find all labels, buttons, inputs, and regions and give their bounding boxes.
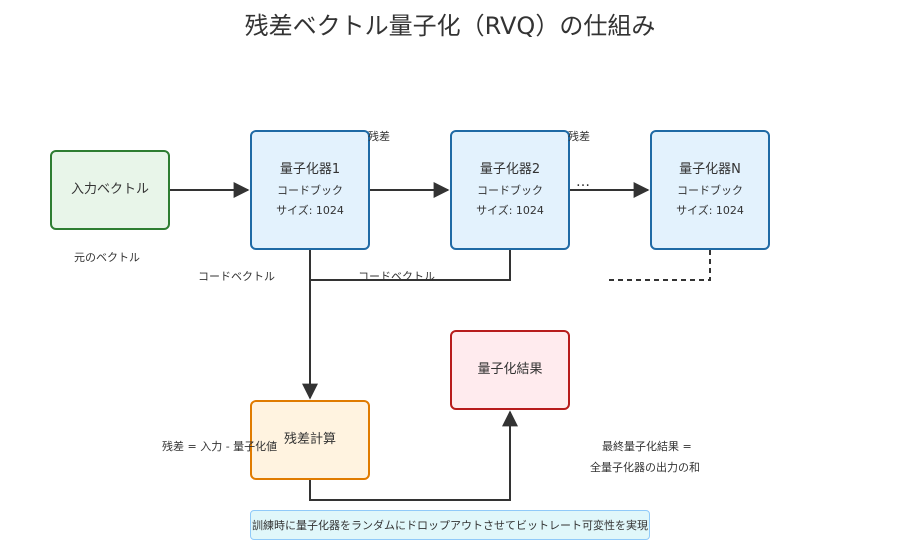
input-vector-label: 入力ベクトル: [70, 182, 149, 197]
code-vector-label-1: コードベクトル: [198, 270, 275, 283]
residual-formula-label: 残差 = 入力 - 量子化値: [162, 440, 278, 453]
quantizer-n-node: 量子化器N コードブック サイズ: 1024: [650, 130, 770, 250]
quantizer-n-title: 量子化器N: [679, 162, 741, 177]
quantizer-1-size: サイズ: 1024: [276, 204, 344, 217]
residual-calc-label: 残差計算: [283, 432, 336, 447]
quantizer-1-title: 量子化器1: [279, 162, 341, 177]
quantizer-2-codebook: コードブック: [477, 184, 543, 197]
residual-calc-node: 残差計算: [250, 400, 370, 480]
ellipsis-label: …: [576, 174, 590, 190]
quantizer-n-size: サイズ: 1024: [676, 204, 744, 217]
diagram-title: 残差ベクトル量子化（RVQ）の仕組み: [244, 12, 656, 40]
quantizer-n-codebook: コードブック: [677, 184, 743, 197]
residual-label-1: 残差: [368, 130, 390, 143]
quantization-result-label: 量子化結果: [477, 362, 543, 377]
original-vector-label: 元のベクトル: [74, 251, 140, 264]
final-result-label-2: 全量子化器の出力の和: [590, 461, 700, 474]
code-vector-label-2: コードベクトル: [358, 270, 435, 283]
dropout-note: 訓練時に量子化器をランダムにドロップアウトさせてビットレート可変性を実現: [250, 510, 650, 540]
quantizer-2-title: 量子化器2: [479, 162, 541, 177]
quantizer-1-node: 量子化器1 コードブック サイズ: 1024: [250, 130, 370, 250]
quantization-result-node: 量子化結果: [450, 330, 570, 410]
quantizer-1-codebook: コードブック: [277, 184, 343, 197]
dropout-note-text: 訓練時に量子化器をランダムにドロップアウトさせてビットレート可変性を実現: [252, 519, 648, 532]
residual-label-2: 残差: [568, 130, 590, 143]
quantizer-2-node: 量子化器2 コードブック サイズ: 1024: [450, 130, 570, 250]
edge-qn-code-vector-dashed: [605, 250, 711, 281]
input-vector-node: 入力ベクトル: [50, 150, 170, 230]
edge-q2-code-vector: [310, 250, 511, 281]
edge-residual-to-result: [309, 410, 518, 501]
final-result-label-1: 最終量子化結果 =: [602, 440, 692, 453]
quantizer-2-size: サイズ: 1024: [476, 204, 544, 217]
